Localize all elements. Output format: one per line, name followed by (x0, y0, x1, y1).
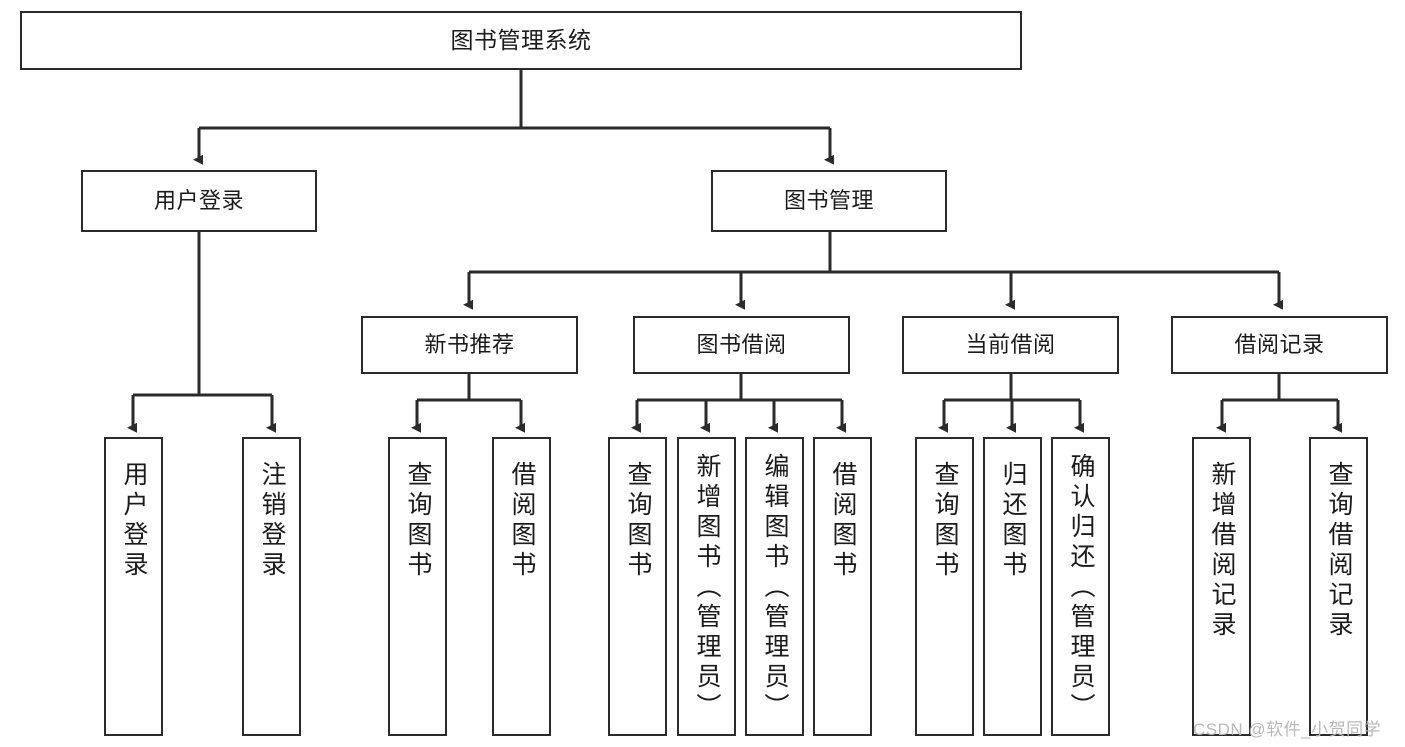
node-label: 借阅图书 (508, 461, 536, 581)
leaf-user-login[interactable]: 用户登录 (104, 437, 163, 736)
leaf-borrow-query-book[interactable]: 查询图书 (608, 437, 667, 736)
node-root-system[interactable]: 图书管理系统 (20, 11, 1022, 70)
leaf-current-query-book[interactable]: 查询图书 (915, 437, 974, 736)
node-label: 查询图书 (404, 461, 432, 581)
leaf-borrow-add-book-admin[interactable]: 新增图书（管理员） (677, 437, 736, 736)
leaf-borrow-borrow-book[interactable]: 借阅图书 (813, 437, 872, 736)
leaf-recommend-borrow-book[interactable]: 借阅图书 (492, 437, 551, 736)
node-label: 查询图书 (624, 461, 652, 581)
node-user-login[interactable]: 用户登录 (81, 170, 317, 232)
node-current-borrow[interactable]: 当前借阅 (902, 316, 1119, 374)
node-book-borrow[interactable]: 图书借阅 (633, 316, 850, 374)
leaf-record-add-record[interactable]: 新增借阅记录 (1192, 437, 1251, 736)
node-label: 查询图书 (931, 461, 959, 581)
node-label: 用户登录 (120, 461, 148, 581)
leaf-record-query-record[interactable]: 查询借阅记录 (1309, 437, 1368, 736)
node-label: 用户登录 (153, 188, 244, 214)
leaf-current-confirm-return-admin[interactable]: 确认归还（管理员） (1051, 437, 1110, 736)
node-new-book-recommend[interactable]: 新书推荐 (361, 316, 578, 374)
node-label: 确认归还（管理员） (1067, 453, 1095, 723)
node-label: 图书借阅 (696, 332, 787, 358)
csdn-watermark: CSDN @软件_小贺同学 (1193, 720, 1382, 739)
node-label: 查询借阅记录 (1325, 461, 1353, 641)
leaf-recommend-query-book[interactable]: 查询图书 (388, 437, 447, 736)
leaf-current-return-book[interactable]: 归还图书 (983, 437, 1042, 736)
node-book-management[interactable]: 图书管理 (711, 170, 947, 232)
node-borrow-record[interactable]: 借阅记录 (1171, 316, 1388, 374)
node-label: 借阅图书 (829, 461, 857, 581)
node-label: 新书推荐 (424, 332, 515, 358)
node-label: 新增图书（管理员） (693, 453, 721, 723)
node-label: 注销登录 (258, 461, 286, 581)
node-label: 新增借阅记录 (1208, 461, 1236, 641)
node-label: 图书管理系统 (450, 27, 592, 54)
leaf-user-logout[interactable]: 注销登录 (242, 437, 301, 736)
node-label: 归还图书 (999, 461, 1027, 581)
leaf-borrow-edit-book-admin[interactable]: 编辑图书（管理员） (745, 437, 804, 736)
node-label: 图书管理 (783, 188, 874, 214)
node-label: 当前借阅 (965, 332, 1056, 358)
node-label: 编辑图书（管理员） (761, 453, 789, 723)
node-label: 借阅记录 (1234, 332, 1325, 358)
